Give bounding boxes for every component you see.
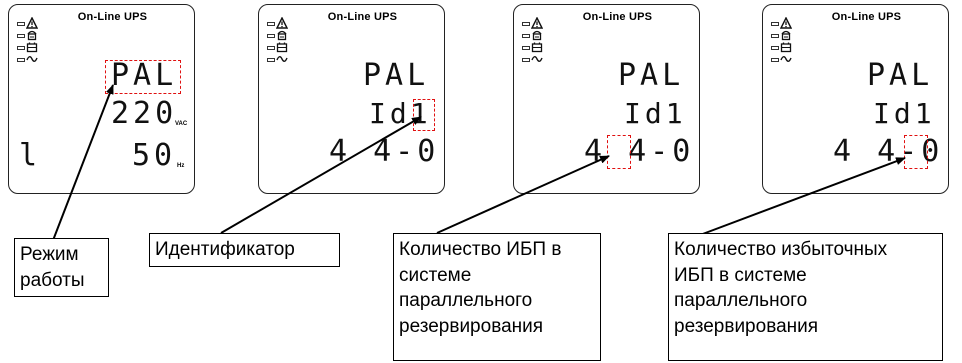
ac-line-icon [531,56,543,62]
warning-indicator [17,17,38,29]
warning-indicator [771,17,792,29]
led [267,34,275,38]
ups-count-label: Количество ИБП в системе параллельного р… [393,233,601,361]
led [771,34,779,38]
warning-indicator [267,17,288,29]
ac-line-indicator [267,55,288,65]
lcd-panel-3: On-Line UPS PAL Id1 4 4-0 [513,4,700,194]
ac-line-icon [780,56,792,62]
battery-indicator [267,42,288,53]
frequency-unit: Hz [177,163,185,169]
led [17,58,25,62]
lcd-line-1: PAL [363,58,430,93]
lcd-line-3: 50 [132,138,177,173]
bypass-icon [277,30,287,41]
lcd-panel-4: On-Line UPS PAL Id1 4 4-0 [762,4,949,194]
lcd-line-3: 4 4-0 [584,134,695,169]
led [771,22,779,26]
lcd-line-2: Id1 [873,97,936,130]
battery-icon [780,42,792,53]
lcd-line-2: 220 [111,96,178,131]
battery-indicator [771,42,792,53]
mode-label: Режим работы [14,238,109,298]
lcd-line-2: Id1 [624,97,687,130]
battery-indicator [17,42,38,53]
led [267,46,275,50]
identifier-label: Идентификатор [149,233,340,267]
battery-icon [276,42,288,53]
panel-title: On-Line UPS [831,11,902,23]
bypass-icon [532,30,542,41]
highlight-identifier [413,99,435,131]
battery-icon [26,42,38,53]
led [771,46,779,50]
bypass-icon [781,30,791,41]
lcd-line-1: PAL [618,58,685,93]
lcd-panel-2: On-Line UPS PAL Id1 4 4-0 [258,4,445,194]
indicator-column [267,17,288,69]
bypass-indicator [771,30,791,41]
led [771,58,779,62]
led [267,58,275,62]
bypass-indicator [522,30,542,41]
ac-line-indicator [771,55,792,65]
battery-indicator [522,42,543,53]
ac-line-icon [26,56,38,62]
bypass-indicator [17,30,37,41]
panel-title: On-Line UPS [582,11,653,23]
panel-title: On-Line UPS [327,11,398,23]
indicator-column [522,17,543,69]
lcd-panel-1: On-Line UPS PAL 220 VAC l 50 Hz [8,4,195,194]
led [522,22,530,26]
led [522,34,530,38]
lcd-line-3: 4 4-0 [329,134,440,169]
panel-title: On-Line UPS [77,11,148,23]
bypass-indicator [267,30,287,41]
highlight-mode [105,60,181,94]
ac-line-icon [276,56,288,62]
indicator-column [17,17,38,69]
warning-icon [531,17,543,29]
warning-icon [780,17,792,29]
highlight-ups-count [607,135,631,169]
led [267,22,275,26]
lcd-line-1: PAL [111,58,178,93]
ac-line-indicator [17,55,38,65]
led [17,34,25,38]
voltage-unit: VAC [175,121,188,127]
led [522,46,530,50]
lcd-line-3-prefix: l [19,138,38,173]
redundant-count-label: Количество избыточных ИБП в системе пара… [668,233,943,361]
highlight-redundant-count [904,135,928,169]
warning-icon [276,17,288,29]
warning-icon [26,17,38,29]
warning-indicator [522,17,543,29]
ac-line-indicator [522,55,543,65]
battery-icon [531,42,543,53]
lcd-line-1: PAL [867,58,934,93]
bypass-icon [27,30,37,41]
led [17,46,25,50]
led [17,22,25,26]
indicator-column [771,17,792,69]
led [522,58,530,62]
